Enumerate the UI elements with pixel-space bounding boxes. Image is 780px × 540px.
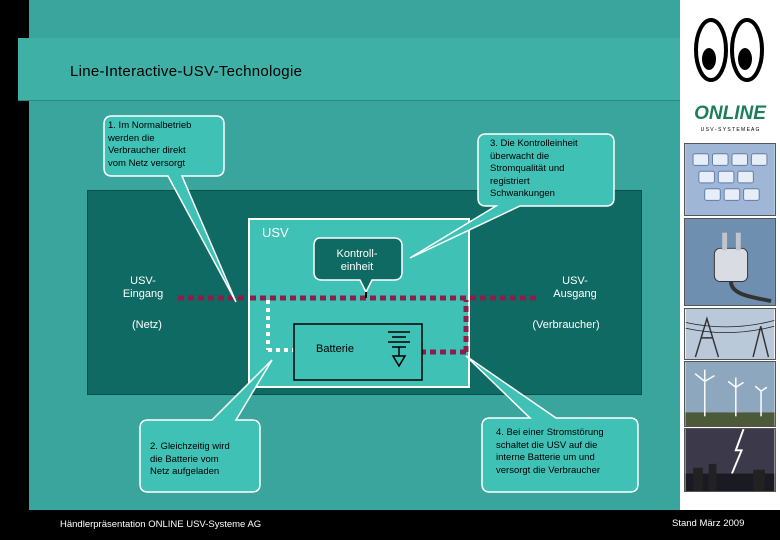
title-bar: [18, 38, 680, 101]
keyboard-photo: [684, 143, 776, 216]
output-label: USV- Ausgang: [530, 275, 620, 301]
callout-4-bubble: [465, 355, 639, 493]
battery-icon: [388, 331, 410, 368]
logo-wordmark: ONLINE: [694, 103, 767, 124]
wind-turbines-photo: [684, 361, 776, 427]
eyes-logo-icon: [694, 18, 764, 82]
power-lines-photo: [684, 308, 776, 360]
input-text: USV- Eingang: [122, 275, 164, 300]
input-note: (Netz): [132, 319, 162, 331]
output-note: (Verbraucher): [532, 319, 600, 331]
usv-label: USV: [262, 225, 289, 240]
control-unit-bubble: [313, 237, 403, 294]
callout-3-text: 3. Die Kontrolleinheit überwacht die Str…: [490, 138, 578, 199]
callout-1-text: 1. Im Normalbetrieb werden die Verbrauch…: [108, 120, 192, 169]
slide-title: Line-Interactive-USV-Technologie: [70, 63, 303, 80]
online-logo-icon: ONLINE U S V - S Y S T E M E A G: [694, 103, 767, 133]
footer-bar: [0, 510, 780, 540]
control-unit-label: Kontroll- einheit: [313, 248, 401, 274]
callout-2-text: 2. Gleichzeitig wird die Batterie vom Ne…: [150, 441, 230, 477]
input-label: USV- Eingang: [108, 275, 178, 301]
callout-4-text: 4. Bei einer Stromstörung schaltet die U…: [496, 427, 604, 476]
output-text: USV- Ausgang: [553, 275, 597, 300]
footer-presenter: Händlerpräsentation ONLINE USV-Systeme A…: [60, 519, 262, 530]
callout-2-bubble: [139, 359, 273, 493]
footer-date: Stand März 2009: [672, 518, 745, 529]
callout-1-bubble: [103, 115, 237, 303]
lightning-city-photo: [684, 428, 776, 492]
battery-box: [293, 323, 423, 381]
callout-3-bubble: [409, 133, 615, 259]
logo-tagline: U S V - S Y S T E M E A G: [701, 127, 760, 133]
battery-label: Batterie: [316, 343, 354, 355]
power-plug-photo: [684, 218, 776, 306]
control-unit-text: Kontroll- einheit: [336, 248, 378, 273]
